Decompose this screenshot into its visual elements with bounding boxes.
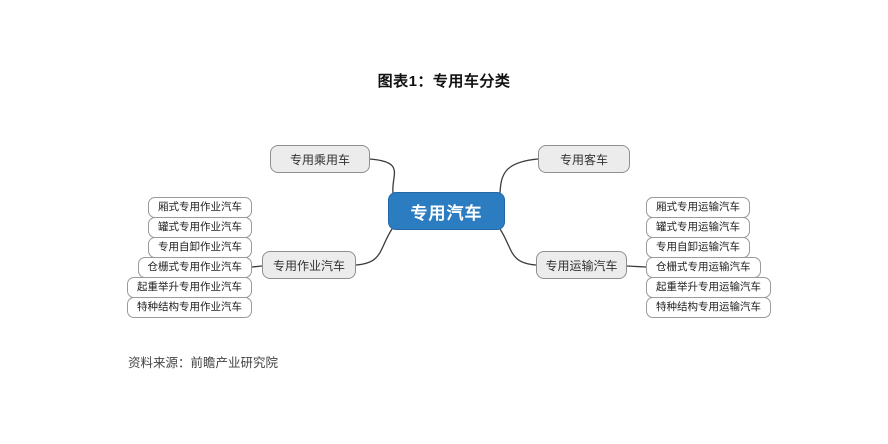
center-node: 专用汽车 xyxy=(388,192,505,230)
branch-node-operation-vehicle: 专用作业汽车 xyxy=(262,251,356,279)
leaf-node: 专用自卸作业汽车 xyxy=(148,237,252,258)
leaf-node: 专用自卸运输汽车 xyxy=(646,237,750,258)
leaf-node: 仓栅式专用作业汽车 xyxy=(137,257,252,278)
leaf-node: 特种结构专用作业汽车 xyxy=(127,297,252,318)
connector-right-bracket xyxy=(626,265,647,268)
leaf-node: 罐式专用运输汽车 xyxy=(646,217,750,238)
branch-node-special-bus: 专用客车 xyxy=(538,145,630,173)
connector-left-bracket xyxy=(251,265,263,268)
connector-top-left xyxy=(369,158,396,194)
leaf-node: 厢式专用作业汽车 xyxy=(148,197,252,218)
figure-title: 图表1：专用车分类 xyxy=(377,73,511,90)
leaf-node: 起重举升专用运输汽车 xyxy=(646,277,771,298)
branch-node-transport-vehicle: 专用运输汽车 xyxy=(536,251,627,279)
leaf-node: 罐式专用作业汽车 xyxy=(148,217,252,238)
right-leaf-column: 厢式专用运输汽车 罐式专用运输汽车 专用自卸运输汽车 仓栅式专用运输汽车 起重举… xyxy=(646,197,771,318)
left-leaf-column: 厢式专用作业汽车 罐式专用作业汽车 专用自卸作业汽车 仓栅式专用作业汽车 起重举… xyxy=(127,197,252,318)
connector-bottom-right xyxy=(499,228,537,266)
source-note: 资料来源：前瞻产业研究院 xyxy=(128,356,279,370)
leaf-node: 仓栅式专用运输汽车 xyxy=(646,257,761,278)
leaf-node: 厢式专用运输汽车 xyxy=(646,197,750,218)
leaf-node: 起重举升专用作业汽车 xyxy=(127,277,252,298)
leaf-node: 特种结构专用运输汽车 xyxy=(646,297,771,318)
connector-bottom-left xyxy=(355,228,393,266)
branch-node-passenger-car: 专用乘用车 xyxy=(270,145,370,173)
connector-top-right xyxy=(499,158,539,194)
